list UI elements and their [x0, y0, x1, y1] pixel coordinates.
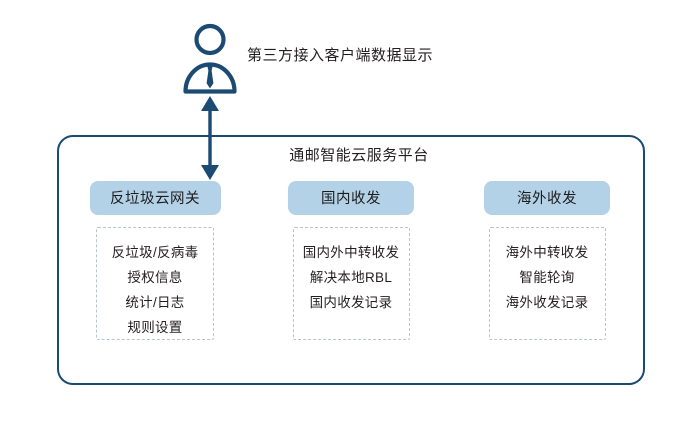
platform-title: 通邮智能云服务平台: [289, 147, 429, 164]
column-items-overseas-delivery: 海外中转收发 智能轮询 海外收发记录: [488, 227, 606, 340]
list-item[interactable]: 授权信息: [127, 270, 183, 285]
column-header-domestic-delivery[interactable]: 国内收发: [288, 181, 414, 215]
actor-caption-label: 第三方接入客户端数据显示: [247, 47, 434, 64]
platform-container: [57, 135, 645, 385]
list-item[interactable]: 国内外中转收发: [302, 245, 400, 260]
list-item[interactable]: 统计/日志: [125, 295, 185, 310]
list-item[interactable]: 反垃圾/反病毒: [111, 245, 199, 260]
person-user-icon: [181, 22, 239, 94]
column-header-overseas-delivery[interactable]: 海外收发: [484, 181, 610, 215]
column-items-antispam-gateway: 反垃圾/反病毒 授权信息 统计/日志 规则设置: [96, 227, 214, 340]
platform-columns: 反垃圾云网关 反垃圾/反病毒 授权信息 统计/日志 规则设置 国内收发 国内外中…: [57, 181, 645, 361]
column-antispam-gateway: 反垃圾云网关 反垃圾/反病毒 授权信息 统计/日志 规则设置: [67, 181, 243, 340]
column-domestic-delivery: 国内收发 国内外中转收发 解决本地RBL 国内收发记录: [263, 181, 439, 340]
list-item[interactable]: 海外收发记录: [505, 295, 589, 310]
column-overseas-delivery: 海外收发 海外中转收发 智能轮询 海外收发记录: [459, 181, 635, 340]
column-header-antispam-gateway[interactable]: 反垃圾云网关: [89, 181, 221, 215]
list-item[interactable]: 规则设置: [127, 320, 183, 335]
list-item[interactable]: 海外中转收发: [505, 245, 589, 260]
list-item[interactable]: 国内收发记录: [309, 295, 393, 310]
column-items-domestic-delivery: 国内外中转收发 解决本地RBL 国内收发记录: [292, 227, 410, 340]
list-item[interactable]: 解决本地RBL: [309, 270, 393, 285]
list-item[interactable]: 智能轮询: [519, 270, 575, 285]
bidirectional-arrow-icon: [192, 96, 228, 180]
